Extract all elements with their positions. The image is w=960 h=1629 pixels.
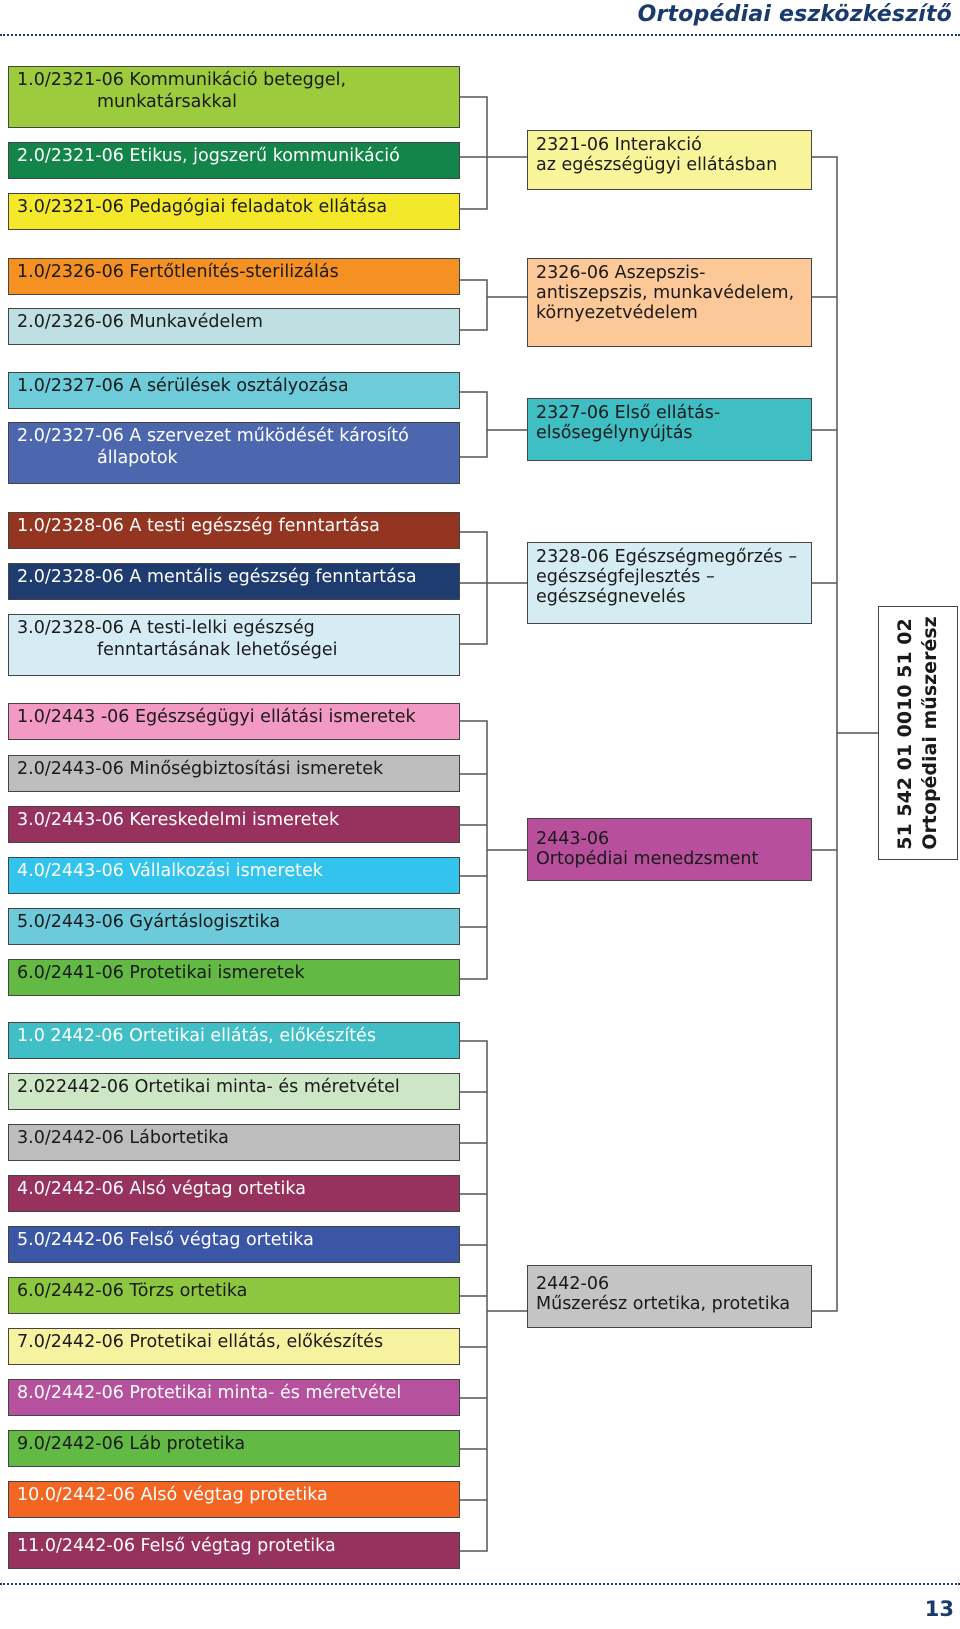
subject-box: 6.0/2441-06 Protetikai ismeretek [8,959,460,996]
subject-box: 7.0/2442-06 Protetikai ellátás, előkészí… [8,1328,460,1365]
subject-box: 11.0/2442-06 Felső végtag protetika [8,1532,460,1569]
module-label: 2321-06 Interakció [536,135,702,155]
subject-label: 6.0/2442-06 Törzs ortetika [17,1281,248,1301]
module-label: az egészségügyi ellátásban [536,155,778,175]
subject-box: 5.0/2443-06 Gyártáslogisztika [8,908,460,945]
subject-box: 5.0/2442-06 Felső végtag ortetika [8,1226,460,1263]
module-box-2321: 2321-06 Interakció az egészségügyi ellát… [527,130,812,190]
module-box-2326: 2326-06 Aszepszis- antiszepszis, munkavé… [527,258,812,347]
module-box-2327: 2327-06 Első ellátás- elsősegélynyújtás [527,398,812,461]
subject-label: 8.0/2442-06 Protetikai minta- és méretvé… [17,1383,402,1403]
module-label: egészségnevelés [536,587,686,607]
module-label: Műszerész ortetika, protetika [536,1294,791,1314]
subject-label: 3.0/2321-06 Pedagógiai feladatok ellátás… [17,197,388,217]
module-label: 2442-06 [536,1274,610,1294]
header-divider [0,34,960,36]
subject-label: 9.0/2442-06 Láb protetika [17,1434,246,1454]
qualification-name: Ortopédiai műszerész [919,616,941,850]
subject-box: 2.0/2328-06 A mentális egészség fenntart… [8,563,460,600]
subject-label: 3.0/2443-06 Kereskedelmi ismeretek [17,810,340,830]
page-number: 13 [924,1597,954,1621]
subject-label: 10.0/2442-06 Alsó végtag protetika [17,1485,328,1505]
subject-box: 3.0/2328-06 A testi-lelki egészség fennt… [8,614,460,676]
subject-label: 7.0/2442-06 Protetikai ellátás, előkészí… [17,1332,384,1352]
module-label: 2443-06 [536,829,610,849]
subject-label: 3.0/2442-06 Lábortetika [17,1128,229,1148]
qualification-code: 51 542 01 0010 51 02 [894,618,916,850]
subject-label: 6.0/2441-06 Protetikai ismeretek [17,963,305,983]
module-label: 2328-06 Egészségmegőrzés – [536,547,798,567]
subject-box: 1.0/2326-06 Fertőtlenítés-sterilizálás [8,258,460,295]
subject-box: 2.0/2443-06 Minőségbiztosítási ismeretek [8,755,460,792]
subject-box: 1.0/2327-06 A sérülések osztályozása [8,372,460,409]
module-label: antiszepszis, munkavédelem, [536,283,795,303]
module-label: környezetvédelem [536,303,698,323]
module-box-2442: 2442-06 Műszerész ortetika, protetika [527,1265,812,1328]
module-box-2443: 2443-06 Ortopédiai menedzsment [527,818,812,881]
module-label: Ortopédiai menedzsment [536,849,759,869]
subject-label: 2.022442-06 Ortetikai minta- és méretvét… [17,1077,400,1097]
qualification-box: 51 542 01 0010 51 02 Ortopédiai műszerés… [878,606,958,860]
subject-box: 1.0/2328-06 A testi egészség fenntartása [8,512,460,549]
module-label: 2327-06 Első ellátás- [536,403,721,423]
subject-label: 2.0/2328-06 A mentális egészség fenntart… [17,567,417,587]
subject-label: 1.0/2327-06 A sérülések osztályozása [17,376,349,396]
subject-label-continued: állapotok [97,448,178,468]
subject-label: 4.0/2442-06 Alsó végtag ortetika [17,1179,306,1199]
subject-box: 2.0/2326-06 Munkavédelem [8,308,460,345]
module-label: 2326-06 Aszepszis- [536,263,706,283]
subject-label: 4.0/2443-06 Vállalkozási ismeretek [17,861,323,881]
subject-box: 2.0/2321-06 Etikus, jogszerű kommunikáci… [8,142,460,179]
subject-box: 1.0/2443 -06 Egészségügyi ellátási ismer… [8,703,460,740]
subject-label: 11.0/2442-06 Felső végtag protetika [17,1536,336,1556]
module-box-2328: 2328-06 Egészségmegőrzés – egészségfejle… [527,542,812,624]
page-header-title: Ortopédiai eszközkészítő [637,2,952,27]
subject-box: 3.0/2442-06 Lábortetika [8,1124,460,1161]
subject-label: 1.0/2443 -06 Egészségügyi ellátási ismer… [17,707,416,727]
subject-label-continued: munkatársakkal [97,92,237,112]
module-label: egészségfejlesztés – [536,567,715,587]
subject-box: 8.0/2442-06 Protetikai minta- és méretvé… [8,1379,460,1416]
subject-label: 2.0/2443-06 Minőségbiztosítási ismeretek [17,759,384,779]
subject-label: 2.0/2326-06 Munkavédelem [17,312,263,332]
subject-label: 5.0/2443-06 Gyártáslogisztika [17,912,281,932]
module-label: elsősegélynyújtás [536,423,693,443]
subject-label: 1.0/2328-06 A testi egészség fenntartása [17,516,380,536]
subject-box: 9.0/2442-06 Láb protetika [8,1430,460,1467]
subject-label: 3.0/2328-06 A testi-lelki egészség [17,618,315,638]
footer-divider [0,1583,960,1585]
subject-label: 5.0/2442-06 Felső végtag ortetika [17,1230,314,1250]
subject-box: 3.0/2443-06 Kereskedelmi ismeretek [8,806,460,843]
subject-label: 1.0 2442-06 Ortetikai ellátás, előkészít… [17,1026,376,1046]
subject-label: 1.0/2326-06 Fertőtlenítés-sterilizálás [17,262,339,282]
subject-box: 1.0 2442-06 Ortetikai ellátás, előkészít… [8,1022,460,1059]
subject-box: 2.0/2327-06 A szervezet működését károsí… [8,422,460,484]
subject-label: 2.0/2327-06 A szervezet működését károsí… [17,426,409,446]
subject-box: 4.0/2442-06 Alsó végtag ortetika [8,1175,460,1212]
subject-box: 1.0/2321-06 Kommunikáció beteggel, munka… [8,66,460,128]
subject-box: 4.0/2443-06 Vállalkozási ismeretek [8,857,460,894]
subject-box: 10.0/2442-06 Alsó végtag protetika [8,1481,460,1518]
subject-label-continued: fenntartásának lehetőségei [97,640,338,660]
subject-box: 2.022442-06 Ortetikai minta- és méretvét… [8,1073,460,1110]
subject-box: 3.0/2321-06 Pedagógiai feladatok ellátás… [8,193,460,230]
subject-label: 1.0/2321-06 Kommunikáció beteggel, [17,70,347,90]
subject-box: 6.0/2442-06 Törzs ortetika [8,1277,460,1314]
subject-label: 2.0/2321-06 Etikus, jogszerű kommunikáci… [17,146,400,166]
